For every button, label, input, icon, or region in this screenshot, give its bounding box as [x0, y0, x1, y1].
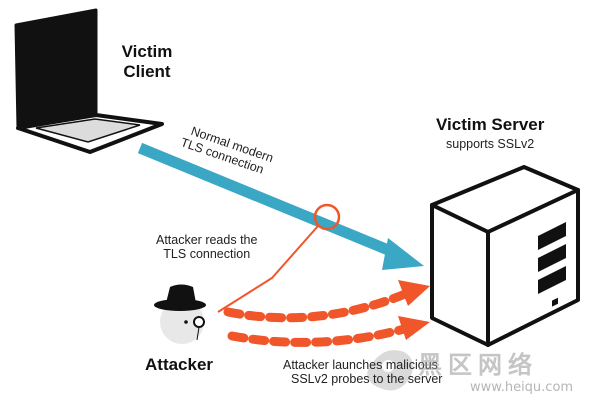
- watermark-text: 黑区网络: [418, 351, 538, 379]
- attacker-reads-label: Attacker reads the TLS connection: [156, 233, 257, 262]
- attacker-reads-line1: Attacker reads the: [156, 233, 258, 247]
- victim-server-title: Victim Server: [436, 115, 545, 134]
- magnifier-circle-icon: [313, 203, 341, 231]
- attacker-title: Attacker: [145, 355, 214, 374]
- attacker-probes-line1: Attacker launches malicious: [283, 358, 438, 372]
- attacker-probes-line2: SSLv2 probes to the server: [291, 372, 443, 387]
- victim-client-line2: Client: [123, 61, 171, 81]
- watermark-url: www.heiqu.com: [470, 380, 574, 395]
- laptop-icon: [14, 8, 164, 154]
- watermark-logo: [367, 350, 413, 391]
- victim-client-title: Victim Client: [104, 42, 190, 81]
- ssl-probe-arrow-1: [223, 280, 430, 323]
- server-icon: [430, 165, 580, 347]
- tls-connection-arrow: [137, 142, 424, 270]
- attacker-probes-label: Attacker launches malicious SSLv2 probes…: [283, 358, 442, 387]
- attacker-reads-line2: TLS connection: [163, 247, 251, 262]
- intercept-line: [217, 225, 319, 313]
- spy-icon: [154, 284, 206, 344]
- ssl-probe-arrow-2: [227, 316, 430, 347]
- victim-server-subtitle: supports SSLv2: [446, 137, 535, 151]
- victim-client-line1: Victim: [121, 42, 173, 61]
